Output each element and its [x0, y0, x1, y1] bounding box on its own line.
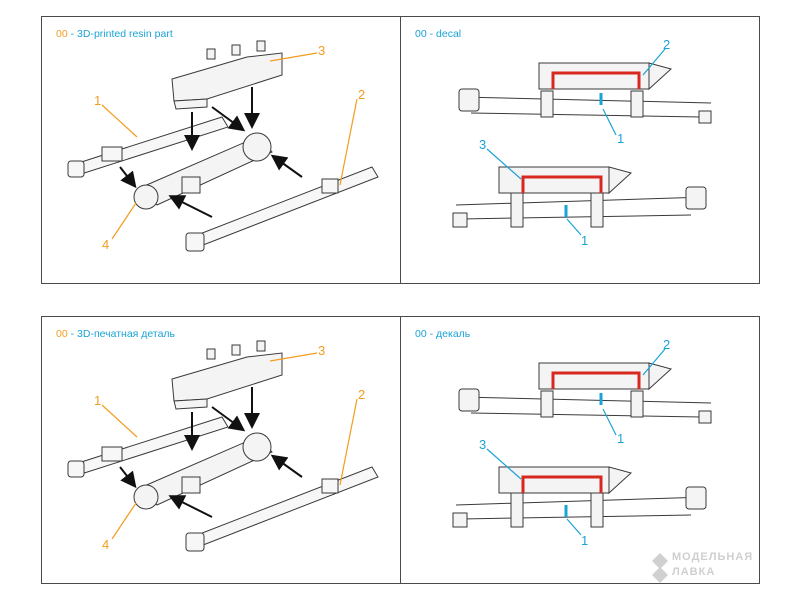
- resin-block-part: [171, 340, 283, 410]
- callout-leaders: [486, 348, 666, 536]
- callout-leaders: [101, 352, 358, 540]
- assembly-view-lower: [452, 466, 707, 528]
- callout-4: 4: [102, 537, 109, 552]
- central-mechanism: [133, 432, 273, 510]
- callout-leaders: [101, 52, 358, 240]
- panel-code: 00: [56, 28, 68, 40]
- panel-title: 00 - 3D-printed resin part: [56, 28, 173, 40]
- panel-code: 00: [56, 328, 68, 340]
- callout-3: 3: [479, 437, 486, 452]
- store-watermark: МОДЕЛЬНАЯ ЛАВКА: [650, 549, 770, 589]
- panel-title-text: 3D-printed resin part: [77, 28, 173, 40]
- store-logo-icon: [652, 553, 668, 583]
- callout-2: 2: [358, 387, 365, 402]
- callout-1-lower: 1: [581, 533, 588, 548]
- assembly-view-upper: [458, 62, 712, 124]
- callout-1-lower: 1: [581, 233, 588, 248]
- panel-code: 00: [415, 328, 427, 340]
- resin-block-part: [171, 40, 283, 110]
- decal-red-upper: [551, 371, 641, 389]
- gun-barrel-2: [185, 466, 379, 552]
- assembly-arrows: [119, 87, 303, 218]
- callout-1-upper: 1: [617, 431, 624, 446]
- decal-red-lower: [521, 475, 603, 493]
- gun-barrel-1: [67, 116, 229, 178]
- decal-placement-illustration: 2 1 3 1: [452, 37, 712, 248]
- gun-barrel-2: [185, 166, 379, 252]
- central-mechanism: [133, 132, 273, 210]
- callout-2: 2: [663, 37, 670, 52]
- callout-3: 3: [318, 343, 325, 358]
- assembly-view-lower: [452, 166, 707, 228]
- callout-1-upper: 1: [617, 131, 624, 146]
- panel-title: 00 - decal: [415, 28, 462, 40]
- watermark-line-1: МОДЕЛЬНАЯ: [672, 551, 754, 563]
- callout-1: 1: [94, 93, 101, 108]
- callout-2: 2: [663, 337, 670, 352]
- panel-code: 00: [415, 28, 427, 40]
- panel-decal-en: 00 - decal: [400, 16, 760, 284]
- panel-title-text: 3D-печатная деталь: [77, 328, 176, 340]
- panel-resin-part-ru: 00 - 3D-печатная деталь: [41, 316, 401, 584]
- callout-3: 3: [318, 43, 325, 58]
- callout-1: 1: [94, 393, 101, 408]
- resin-assembly-illustration: 1 2 3 4: [67, 40, 379, 252]
- assembly-arrows: [119, 387, 303, 518]
- panel-title: 00 - декаль: [415, 328, 471, 340]
- panel-title-text: декаль: [436, 328, 471, 340]
- callout-3: 3: [479, 137, 486, 152]
- panel-resin-part-en: 00 - 3D-printed resin part: [41, 16, 401, 284]
- panel-title: 00 - 3D-печатная деталь: [56, 328, 176, 340]
- watermark-line-2: ЛАВКА: [672, 566, 716, 578]
- callout-4: 4: [102, 237, 109, 252]
- callout-leaders: [486, 48, 666, 236]
- decal-red-lower: [521, 175, 603, 193]
- resin-assembly-illustration: 1 2 3 4: [67, 340, 379, 552]
- decal-red-upper: [551, 71, 641, 89]
- panel-title-text: decal: [436, 28, 462, 40]
- gun-barrel-1: [67, 416, 229, 478]
- panel-decal-ru: 00 - декаль: [400, 316, 760, 584]
- assembly-view-upper: [458, 362, 712, 424]
- decal-placement-illustration: 2 1 3 1: [452, 337, 712, 548]
- callout-2: 2: [358, 87, 365, 102]
